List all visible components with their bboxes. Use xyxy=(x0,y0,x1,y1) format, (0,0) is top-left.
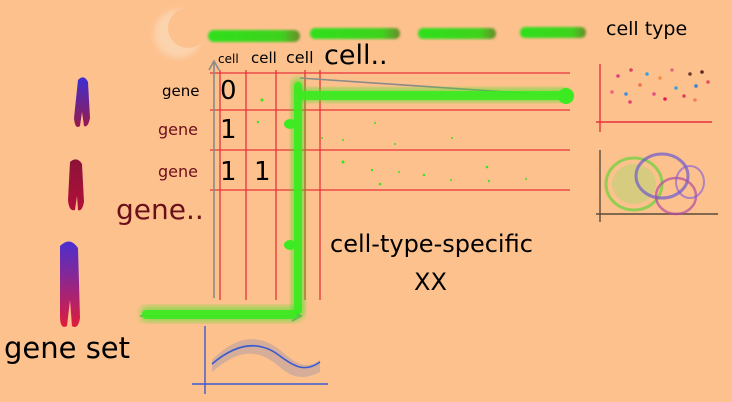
col-header-cell: cell xyxy=(251,49,277,67)
highlight-arrows xyxy=(140,78,574,322)
matrix-value: 1 xyxy=(254,157,271,187)
moon-icon xyxy=(154,8,208,58)
scatter-plot-icon xyxy=(596,64,712,132)
center-title: cell-type-specific xyxy=(330,230,533,258)
matrix-value: 1 xyxy=(220,115,237,145)
center-subtitle: XX xyxy=(414,268,447,296)
row-label-gene: gene xyxy=(162,82,200,100)
matrix-dots xyxy=(256,98,527,186)
row-label-gene: gene xyxy=(158,162,198,181)
curve-plot-icon xyxy=(192,326,328,394)
row-label-gene: gene xyxy=(158,120,198,139)
col-header-cell: cell xyxy=(286,48,314,67)
col-header-more: cell.. xyxy=(324,40,388,71)
matrix-value: 1 xyxy=(220,157,237,187)
row-label-more: gene.. xyxy=(116,193,204,226)
cluster-plot-icon xyxy=(596,150,718,222)
chromosome-icon xyxy=(60,241,80,327)
col-header-cell: cell xyxy=(218,52,239,66)
matrix-row-lines xyxy=(210,72,570,191)
cell-type-smears xyxy=(208,27,586,42)
gene-set-label: gene set xyxy=(4,331,131,365)
chromosome-icon xyxy=(74,77,90,127)
chromosome-icon xyxy=(68,159,84,211)
cell-type-label: cell type xyxy=(606,18,688,40)
matrix-value: 0 xyxy=(220,76,237,106)
